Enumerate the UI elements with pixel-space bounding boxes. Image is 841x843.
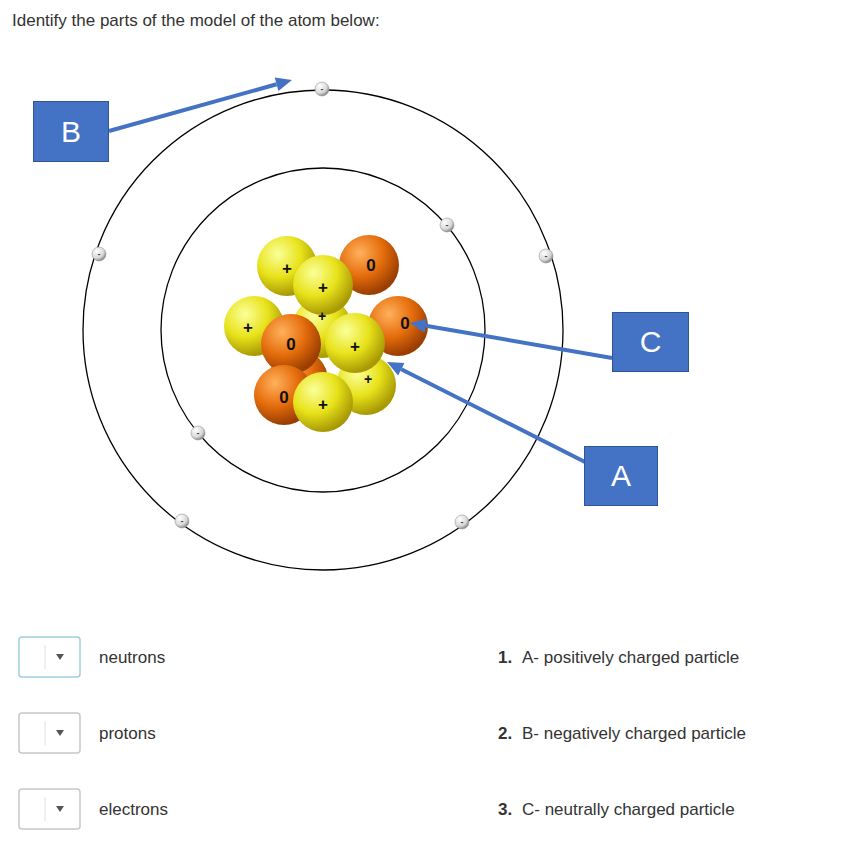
- callout-box: C: [612, 312, 689, 372]
- electron-sphere: [92, 247, 106, 261]
- dropdown: [19, 637, 80, 677]
- neutron-sign: 0: [366, 257, 375, 274]
- dropdown: [19, 789, 80, 829]
- electron-sphere: [440, 218, 454, 232]
- neutron-sign: 0: [286, 336, 295, 353]
- leader-arrowhead: [387, 362, 404, 375]
- leader-arrowhead: [275, 78, 292, 91]
- proton-sign: +: [318, 279, 328, 296]
- leader-line: [401, 369, 585, 462]
- question-title: Identify the parts of the model of the a…: [12, 11, 380, 31]
- item-text: B- negatively charged particle: [522, 725, 746, 742]
- dropdown-arrow: [56, 730, 64, 736]
- leader-line: [109, 84, 277, 131]
- item-number: 2.: [498, 725, 512, 742]
- figure-ground: [12, 55, 705, 585]
- option-word: electrons: [99, 801, 168, 818]
- option-word: protons: [99, 725, 156, 742]
- proton-sphere: [293, 372, 353, 432]
- proton-sign: +: [318, 396, 328, 413]
- electrons: [92, 82, 553, 529]
- outer-orbit: [83, 90, 563, 570]
- item-text: A- positively charged particle: [522, 649, 739, 666]
- neutron-sphere: [261, 314, 321, 374]
- electron-sphere: [315, 82, 329, 96]
- electron-sign: -: [461, 518, 464, 527]
- proton-sign: +: [318, 309, 326, 323]
- orbits: [83, 90, 563, 570]
- proton-sign: +: [364, 372, 372, 386]
- electron-sign: -: [98, 250, 101, 259]
- dropdown-arrow: [56, 654, 64, 660]
- dropdown-arrow: [56, 806, 64, 812]
- proton-sign: +: [243, 319, 253, 336]
- proton-sphere: [293, 255, 353, 315]
- callout-box: B: [33, 101, 109, 162]
- electron-sign: -: [181, 517, 184, 526]
- electron-sphere: [191, 426, 205, 440]
- callout-letter: A: [611, 459, 631, 493]
- dropdown-divider: [45, 797, 46, 821]
- electron-sphere: [455, 515, 469, 529]
- electron-sign: -: [446, 221, 449, 230]
- dropdown-box: [19, 789, 80, 829]
- leader-arrowhead: [410, 319, 427, 333]
- proton-sign: +: [350, 338, 360, 355]
- item-number: 3.: [498, 801, 512, 818]
- dropdown-divider: [45, 645, 46, 669]
- callout-box: A: [584, 446, 658, 506]
- leader-line: [426, 326, 612, 358]
- dropdown-box: [19, 637, 80, 677]
- proton-sign: +: [282, 260, 292, 277]
- dropdown-divider: [45, 721, 46, 745]
- inner-orbit: [161, 168, 485, 492]
- dropdown-box: [19, 713, 80, 753]
- proton-sphere: [325, 313, 385, 373]
- leader-arrows: [109, 78, 612, 462]
- dropdown: [19, 713, 80, 753]
- electron-sign: -: [197, 429, 200, 438]
- electron-sign: -: [545, 252, 548, 261]
- nucleus: [224, 235, 428, 432]
- electron-sphere: [539, 249, 553, 263]
- dropdowns: [19, 637, 80, 829]
- callout-letter: B: [61, 115, 81, 149]
- electron-sphere: [175, 514, 189, 528]
- option-word: neutrons: [99, 649, 165, 666]
- item-text: C- neutrally charged particle: [522, 801, 735, 818]
- neutron-sign: 0: [400, 315, 409, 332]
- neutron-sign: 0: [279, 389, 288, 406]
- callout-letter: C: [640, 325, 662, 359]
- electron-sign: -: [321, 85, 324, 94]
- item-number: 1.: [498, 649, 512, 666]
